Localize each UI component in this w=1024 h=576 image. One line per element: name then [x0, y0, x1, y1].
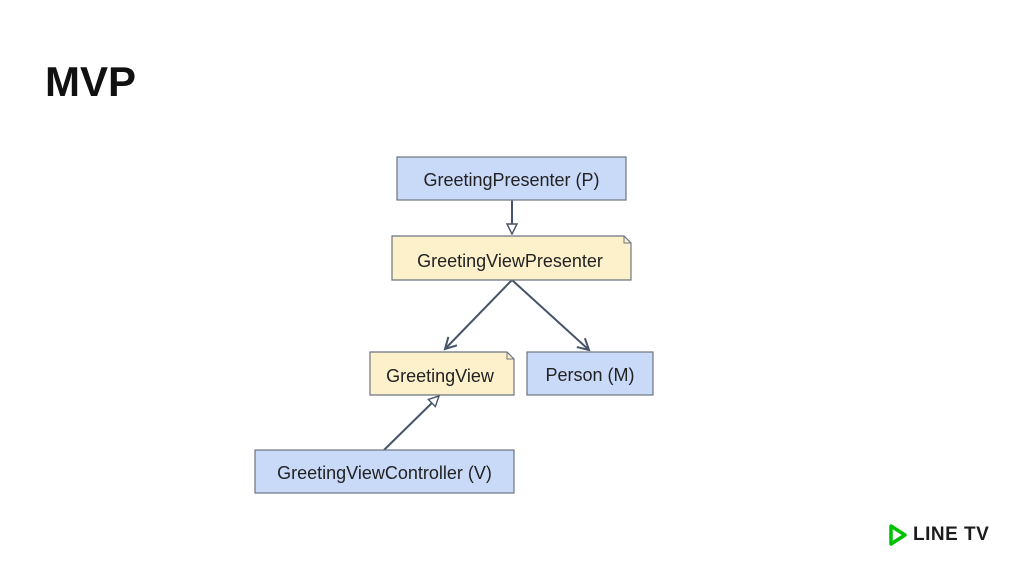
node-greeting-view-label: GreetingView — [386, 366, 495, 386]
node-greeting-view-presenter-label: GreetingViewPresenter — [417, 251, 603, 271]
edge-view-controller-implements-view — [383, 396, 439, 451]
node-greeting-view-controller-label: GreetingViewController (V) — [277, 463, 492, 483]
brand-logo: LINE TV — [888, 522, 998, 548]
slide-title: MVP — [45, 58, 137, 105]
edge-view-presenter-to-model — [511, 279, 589, 350]
node-greeting-view-controller[interactable]: GreetingViewController (V) — [254, 449, 515, 494]
brand-name: LINE TV — [913, 524, 990, 545]
node-greeting-presenter-label: GreetingPresenter (P) — [423, 170, 599, 190]
node-greeting-view-presenter[interactable]: GreetingViewPresenter — [391, 235, 632, 281]
node-person-label: Person (M) — [545, 365, 634, 385]
play-icon — [889, 524, 907, 546]
node-greeting-presenter[interactable]: GreetingPresenter (P) — [396, 156, 627, 201]
edge-view-presenter-to-view — [445, 279, 513, 349]
node-person[interactable]: Person (M) — [526, 351, 654, 396]
node-greeting-view[interactable]: GreetingView — [369, 351, 515, 396]
